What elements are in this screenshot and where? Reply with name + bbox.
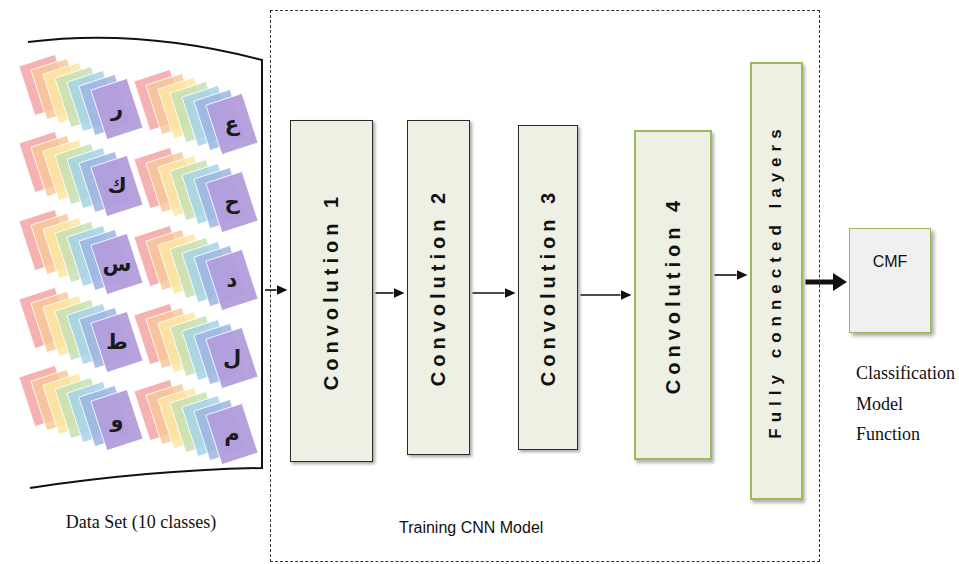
- conv-layer-box: Convolution 4: [634, 130, 712, 460]
- image-card: [206, 403, 258, 464]
- dataset-caption: Data Set (10 classes): [20, 512, 262, 533]
- dataset-outline: [28, 38, 262, 488]
- conv-layer-box: Convolution 3: [518, 125, 578, 450]
- image-card: [91, 78, 143, 139]
- layer-name: Convolution 2: [427, 188, 450, 386]
- class-letter: ح: [217, 187, 247, 217]
- image-card: [206, 93, 258, 154]
- flow-arrow: [581, 294, 621, 296]
- class-letter: د: [217, 265, 247, 295]
- region-caption: Training CNN Model: [399, 519, 543, 537]
- layer-name: Convolution 3: [536, 188, 559, 386]
- class-letter: ر: [102, 94, 132, 124]
- class-letter: س: [102, 249, 132, 279]
- flow-arrow: [376, 292, 394, 294]
- conv-layer-box: Convolution 1: [290, 120, 373, 462]
- class-letter: م: [217, 419, 247, 449]
- flow-arrow: [473, 292, 505, 294]
- fc-layer-box: Fully connected layers: [750, 62, 803, 500]
- output-name: CMF: [850, 253, 930, 271]
- class-letter: ع: [217, 109, 247, 139]
- image-card: [206, 171, 258, 232]
- layer-name: Convolution 1: [320, 191, 343, 389]
- class-letter: ل: [217, 343, 247, 373]
- layer-name: Convolution 4: [661, 195, 684, 393]
- conv-layer-box: Convolution 2: [407, 120, 470, 455]
- class-letter: ط: [102, 327, 132, 357]
- output-caption: Classification Model Function: [856, 358, 955, 450]
- class-letter: و: [102, 405, 132, 435]
- training-region: Training CNN Model Convolution 1 Convoluti…: [270, 10, 820, 562]
- image-stacks: [19, 54, 258, 464]
- output-box: CMFClassification Model Function: [849, 228, 931, 333]
- image-card: [206, 249, 258, 310]
- image-card: [206, 327, 258, 388]
- class-letter: ك: [102, 171, 132, 201]
- layer-name: Fully connected layers: [766, 123, 786, 438]
- flow-arrow: [715, 274, 737, 276]
- image-card: [91, 389, 143, 450]
